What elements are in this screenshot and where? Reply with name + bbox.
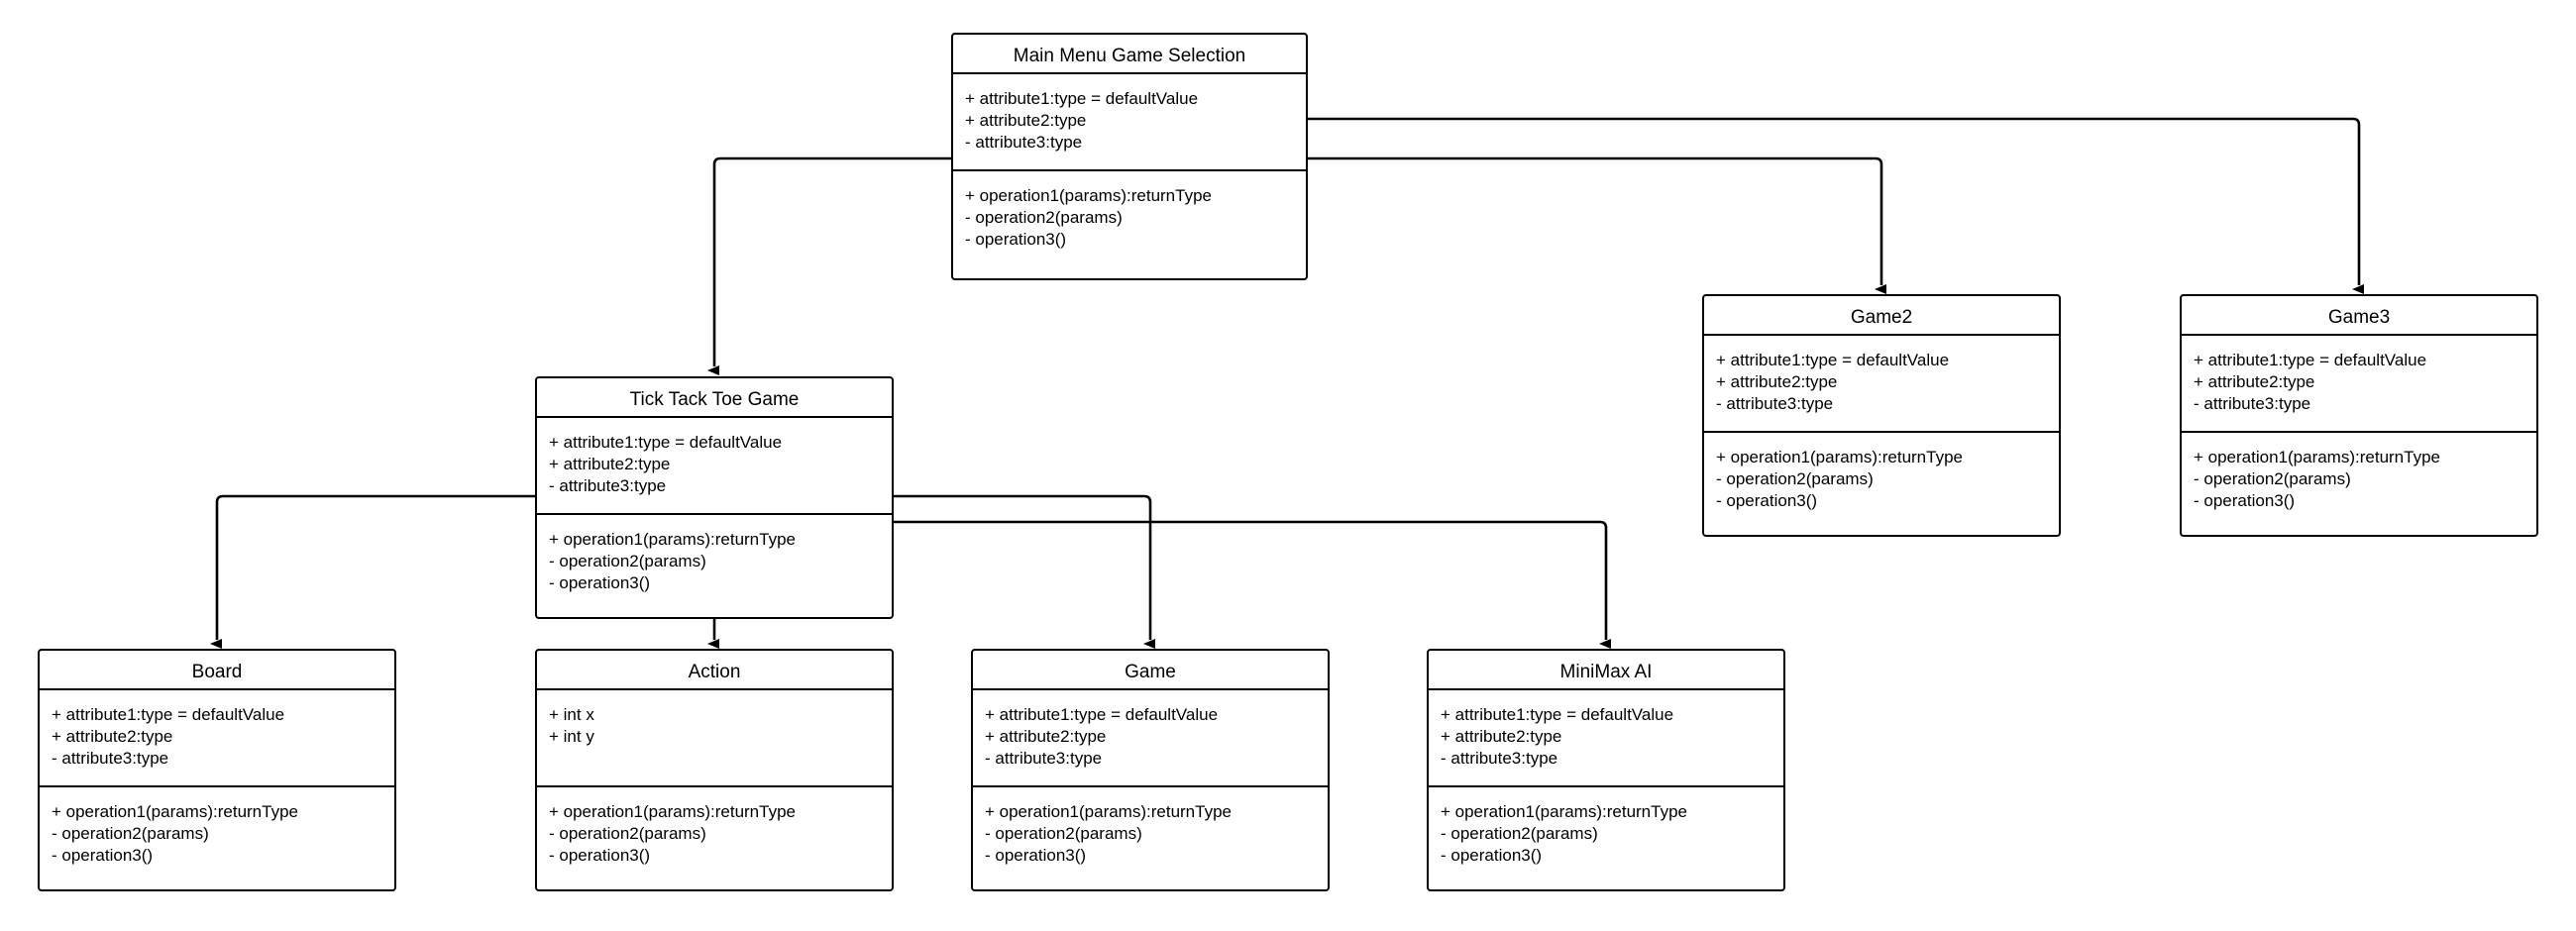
attributes-compartment-board: + attribute1:type = defaultValue + attrib… xyxy=(40,690,394,787)
operations-compartment-main-menu-game-selection: + operation1(params):returnType - operati… xyxy=(953,171,1306,278)
operation-item: - operation2(params) xyxy=(965,208,1123,227)
class-name-action: Action xyxy=(537,651,892,690)
attribute-item: + attribute2:type xyxy=(965,111,1087,130)
attribute-item: - attribute3:type xyxy=(1716,394,1834,413)
class-box-game2[interactable]: Game2+ attribute1:type = defaultValue+ a… xyxy=(1702,294,2061,537)
class-box-action[interactable]: Action + int x + int y + operation1(params)… xyxy=(535,649,894,891)
operation-item: - operation3() xyxy=(1716,491,1818,510)
connector-tick-tack-toe-to-game xyxy=(894,494,1155,649)
connector-tick-tack-toe-to-board xyxy=(210,494,535,649)
attribute-item: + int y xyxy=(549,727,594,746)
attributes-compartment-game2: + attribute1:type = defaultValue + attrib… xyxy=(1704,336,2059,433)
attribute-item: + attribute2:type xyxy=(1716,372,1838,391)
connector-main-menu-to-game2 xyxy=(1308,156,1886,294)
operation-item: + operation1(params):returnType xyxy=(1441,802,1687,821)
operation-item: - operation3() xyxy=(52,846,154,865)
attribute-item: + attribute1:type = defaultValue xyxy=(1716,351,1950,369)
attribute-item: + attribute1:type = defaultValue xyxy=(2194,351,2427,369)
operation-item: - operation3() xyxy=(2194,491,2296,510)
operation-item: - operation3() xyxy=(549,846,651,865)
operation-item: + operation1(params):returnType xyxy=(549,802,796,821)
operations-compartment-minimax-ai: + operation1(params):returnType - operati… xyxy=(1429,787,1783,889)
attribute-item: + attribute1:type = defaultValue xyxy=(965,89,1199,108)
attribute-item: + attribute2:type xyxy=(985,727,1107,746)
attribute-item: + attribute2:type xyxy=(549,455,671,473)
class-name-board: Board xyxy=(40,651,394,690)
attributes-compartment-minimax-ai: + attribute1:type = defaultValue + attrib… xyxy=(1429,690,1783,787)
attribute-item: - attribute3:type xyxy=(965,133,1083,152)
attribute-item: + attribute1:type = defaultValue xyxy=(985,705,1219,724)
operation-item: - operation2(params) xyxy=(1441,824,1598,843)
attribute-item: - attribute3:type xyxy=(1441,749,1558,768)
operation-item: - operation3() xyxy=(549,573,651,592)
attributes-compartment-main-menu-game-selection: + attribute1:type = defaultValue + attrib… xyxy=(953,74,1306,171)
operations-compartment-tick-tack-toe-game: + operation1(params):returnType - operati… xyxy=(537,515,892,617)
connector-main-menu-to-game3 xyxy=(1308,117,2364,294)
class-name-game3: Game3 xyxy=(2182,296,2536,336)
connector-main-menu-to-tick-tack-toe xyxy=(707,156,951,375)
class-box-minimax-ai[interactable]: MiniMax AI+ attribute1:type = defaultVal… xyxy=(1427,649,1785,891)
attributes-compartment-tick-tack-toe-game: + attribute1:type = defaultValue + attrib… xyxy=(537,418,892,515)
operation-item: + operation1(params):returnType xyxy=(52,802,298,821)
attribute-item: + attribute2:type xyxy=(2194,372,2315,391)
class-box-main-menu-game-selection[interactable]: Main Menu Game Selection+ attribute1:typ… xyxy=(951,33,1308,280)
class-name-game2: Game2 xyxy=(1704,296,2059,336)
attributes-compartment-action: + int x + int y xyxy=(537,690,892,787)
class-name-tick-tack-toe-game: Tick Tack Toe Game xyxy=(537,378,892,418)
attribute-item: + attribute2:type xyxy=(1441,727,1562,746)
class-box-game3[interactable]: Game3+ attribute1:type = defaultValue+ a… xyxy=(2180,294,2538,537)
attribute-item: - attribute3:type xyxy=(2194,394,2311,413)
attribute-item: - attribute3:type xyxy=(52,749,169,768)
operation-item: - operation2(params) xyxy=(549,552,706,570)
operation-item: - operation2(params) xyxy=(985,824,1142,843)
class-name-minimax-ai: MiniMax AI xyxy=(1429,651,1783,690)
class-name-main-menu-game-selection: Main Menu Game Selection xyxy=(953,35,1306,74)
attribute-item: + int x xyxy=(549,705,594,724)
attribute-item: + attribute1:type = defaultValue xyxy=(52,705,285,724)
class-box-board[interactable]: Board+ attribute1:type = defaultValue+ a… xyxy=(38,649,396,891)
operation-item: - operation2(params) xyxy=(2194,469,2351,488)
operation-item: - operation3() xyxy=(985,846,1087,865)
operations-compartment-game3: + operation1(params):returnType - operati… xyxy=(2182,433,2536,535)
attribute-item: + attribute2:type xyxy=(52,727,173,746)
attributes-compartment-game3: + attribute1:type = defaultValue + attrib… xyxy=(2182,336,2536,433)
operations-compartment-game2: + operation1(params):returnType - operati… xyxy=(1704,433,2059,535)
connector-tick-tack-toe-to-minimax xyxy=(894,520,1611,649)
operation-item: - operation2(params) xyxy=(1716,469,1874,488)
attribute-item: - attribute3:type xyxy=(549,476,667,495)
operation-item: + operation1(params):returnType xyxy=(1716,448,1963,466)
class-box-game[interactable]: Game+ attribute1:type = defaultValue+ at… xyxy=(971,649,1330,891)
attributes-compartment-game: + attribute1:type = defaultValue + attrib… xyxy=(973,690,1328,787)
attribute-item: + attribute1:type = defaultValue xyxy=(549,433,783,452)
operations-compartment-action: + operation1(params):returnType - operati… xyxy=(537,787,892,889)
operation-item: - operation2(params) xyxy=(52,824,209,843)
attribute-item: + attribute1:type = defaultValue xyxy=(1441,705,1674,724)
operation-item: + operation1(params):returnType xyxy=(965,186,1212,205)
attribute-item: - attribute3:type xyxy=(985,749,1103,768)
class-box-tick-tack-toe-game[interactable]: Tick Tack Toe Game+ attribute1:type = de… xyxy=(535,376,894,619)
class-name-game: Game xyxy=(973,651,1328,690)
operation-item: - operation3() xyxy=(1441,846,1543,865)
operation-item: + operation1(params):returnType xyxy=(985,802,1232,821)
operation-item: - operation2(params) xyxy=(549,824,706,843)
operation-item: + operation1(params):returnType xyxy=(2194,448,2440,466)
operations-compartment-board: + operation1(params):returnType - operati… xyxy=(40,787,394,889)
operations-compartment-game: + operation1(params):returnType - operati… xyxy=(973,787,1328,889)
operation-item: - operation3() xyxy=(965,230,1067,249)
operation-item: + operation1(params):returnType xyxy=(549,530,796,549)
